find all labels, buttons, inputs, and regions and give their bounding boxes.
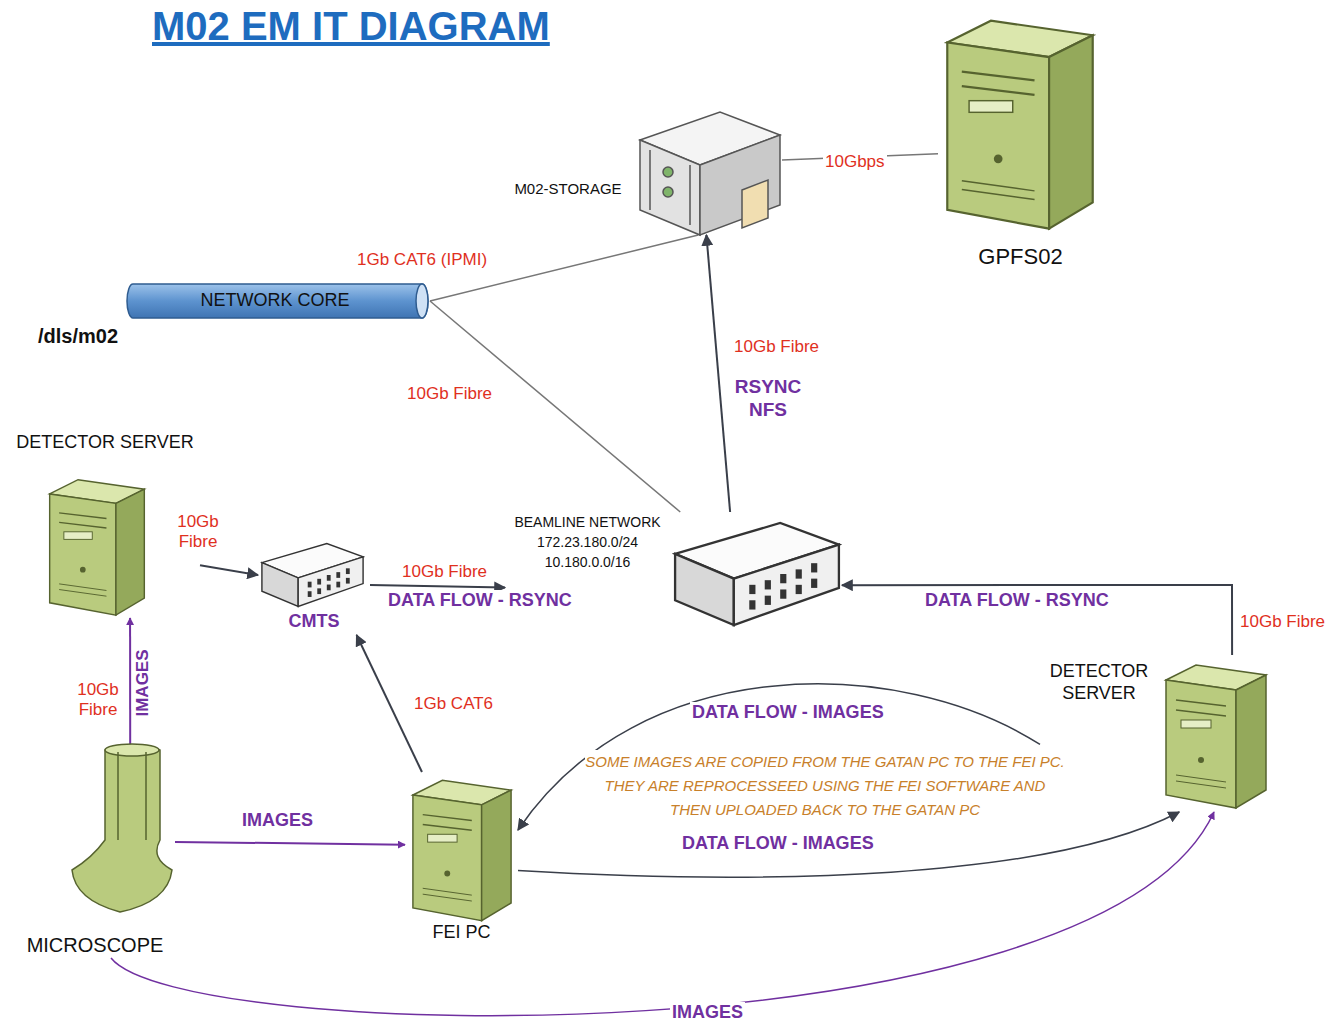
- connector: [200, 565, 258, 575]
- node-label: 10.180.0.0/16: [505, 554, 670, 571]
- network-pipe: NETWORK CORE: [125, 282, 430, 320]
- connector: [111, 812, 1214, 1016]
- microscope: MICROSCOPE: [15, 745, 175, 958]
- note-label: RSYNC NFS: [728, 376, 808, 422]
- connector: [842, 585, 1232, 655]
- network-switch: CMTS: [258, 535, 370, 635]
- connector-label: 1Gb CAT6 (IPMI): [355, 250, 489, 270]
- connector-label: 10Gb Fibre: [405, 384, 494, 404]
- fei-pc: FEI PC: [405, 772, 518, 945]
- connector-label: 10Gb Fibre: [400, 562, 489, 582]
- connector-label: 10Gb Fibre: [732, 337, 821, 357]
- connector-label: 10Gb Fibre: [70, 680, 126, 721]
- connector: [370, 585, 505, 588]
- node-label: FEI PC: [405, 922, 518, 944]
- detector-server: DETECTOR SERVER: [1040, 655, 1272, 812]
- note-label: SOME IMAGES ARE COPIED FROM THE GATAN PC…: [585, 750, 1065, 822]
- node-label: M02-STORAGE: [512, 180, 624, 198]
- connector-label: 10Gb Fibre: [1238, 612, 1327, 632]
- connector: [430, 301, 680, 512]
- node-label: DETECTOR SERVER: [10, 432, 200, 454]
- connector: [175, 842, 405, 845]
- connector-label: IMAGES: [670, 1002, 745, 1024]
- connector-label: IMAGES: [240, 810, 315, 832]
- node-label: MICROSCOPE: [15, 933, 175, 957]
- node-label: DETECTOR SERVER: [1040, 661, 1158, 704]
- connector-label: DATA FLOW - IMAGES: [680, 833, 876, 855]
- file-server: GPFS02: [938, 8, 1103, 273]
- node-label: 172.23.180.0/24: [505, 534, 670, 551]
- connector-label: 10Gbps: [823, 152, 887, 172]
- note-label: DATA FLOW - RSYNC: [388, 590, 572, 612]
- connector: [706, 235, 730, 512]
- note-label: DATA FLOW - RSYNC: [925, 590, 1109, 612]
- beamline-switch: BEAMLINE NETWORK 172.23.180.0/24 10.180.0.…: [505, 512, 842, 632]
- node-label: BEAMLINE NETWORK: [505, 514, 670, 531]
- connector-label: DATA FLOW - IMAGES: [690, 702, 886, 724]
- connector-label: 1Gb CAT6: [412, 694, 495, 714]
- connector: [129, 618, 131, 745]
- node-label: CMTS: [258, 611, 370, 633]
- connector-label: 10Gb Fibre: [170, 512, 226, 553]
- node-label: NETWORK CORE: [125, 290, 425, 312]
- diagram-title: M02 EM IT DIAGRAM: [152, 2, 550, 50]
- note-label: /dls/m02: [38, 324, 118, 348]
- note-label: IMAGES: [133, 645, 153, 721]
- node-label: GPFS02: [938, 244, 1103, 270]
- storage-server: M02-STORAGE: [512, 110, 782, 235]
